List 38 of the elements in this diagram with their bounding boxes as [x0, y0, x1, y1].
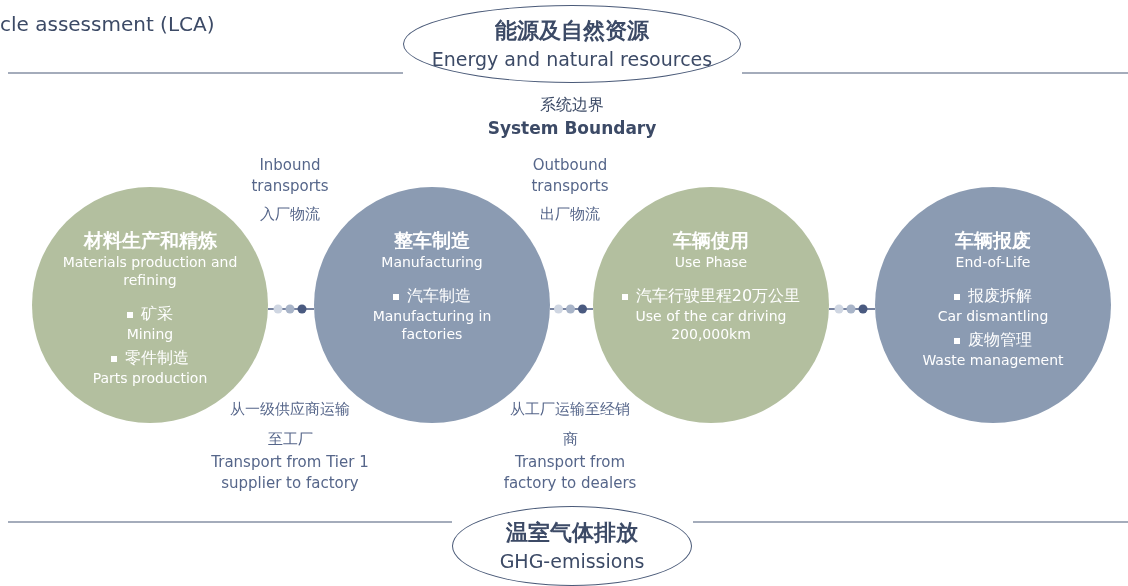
stage-title: 车辆使用	[673, 228, 749, 253]
stage-subtitle: End-of-Life	[954, 253, 1032, 271]
boundary-label: 系统边界	[539, 94, 605, 115]
dotted-connector	[549, 308, 594, 310]
dotted-connector	[267, 308, 315, 310]
boundary-label: System Boundary	[486, 118, 658, 139]
transport-label: 从一级供应商运输至工厂	[229, 399, 351, 450]
subheading: Energy and natural resources	[431, 47, 713, 72]
dotted-connector	[828, 308, 876, 310]
heading: 能源及自然资源	[495, 17, 649, 45]
transport-label: 入厂物流	[259, 204, 321, 225]
item-translation: Mining	[125, 325, 175, 343]
transport-label: Transport from Tier 1 supplier to factory	[210, 452, 370, 494]
bullet-item: 废物管理	[954, 329, 1032, 351]
item-translation: Car dismantling	[936, 307, 1050, 325]
bullet-item: 汽车行驶里程20万公里	[621, 285, 801, 307]
stage-subtitle: Materials production and refining	[61, 253, 239, 289]
transport-label: Outbound transports	[530, 155, 610, 197]
bullet-item: 矿采	[127, 303, 173, 325]
transport-label: 从工厂运输至经销商	[509, 399, 631, 450]
subheading: GHG-emissions	[499, 549, 645, 574]
stage-title: 材料生产和精炼	[83, 228, 217, 253]
transport-label: Inbound transports	[250, 155, 330, 197]
item-translation: Manufacturing in factories	[371, 307, 493, 343]
bullet-item: 零件制造	[111, 347, 189, 369]
title-text: cle assessment (LCA)	[0, 14, 216, 35]
stage-title: 整车制造	[394, 228, 470, 253]
item-translation: Waste management	[921, 351, 1065, 369]
stage-subtitle: Use Phase	[673, 253, 749, 271]
bullet-item: 汽车制造	[393, 285, 471, 307]
stage-subtitle: Manufacturing	[380, 253, 484, 271]
heading: 温室气体排放	[506, 519, 638, 547]
item-translation: Use of the car driving 200,000km	[634, 307, 788, 343]
stage-title: 车辆报废	[955, 228, 1031, 253]
item-translation: Parts production	[91, 369, 209, 387]
transport-label: 出厂物流	[539, 204, 601, 225]
transport-label: Transport from factory to dealers	[502, 452, 638, 494]
bullet-item: 报废拆解	[954, 285, 1032, 307]
